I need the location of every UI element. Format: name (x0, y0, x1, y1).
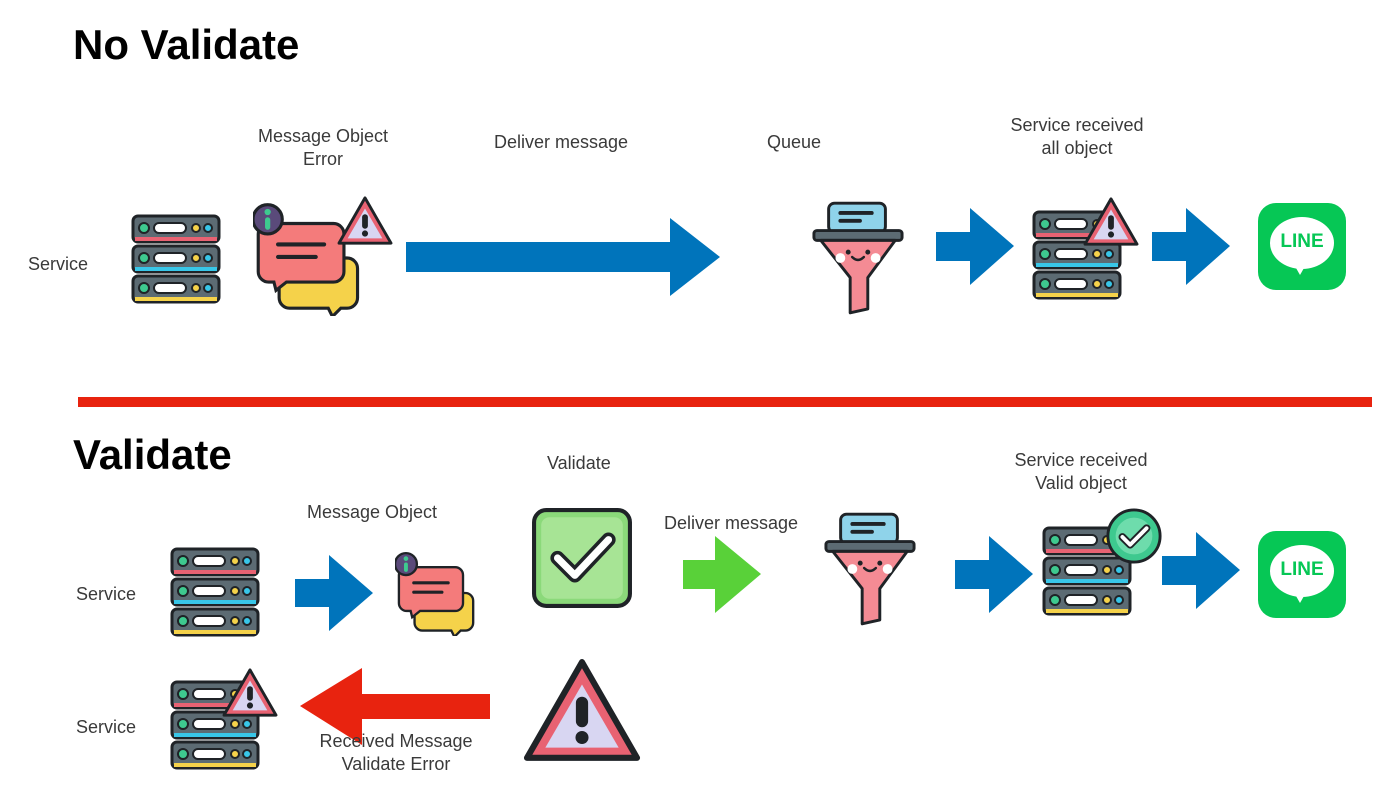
green-right-arrow (683, 536, 761, 613)
deliver-message-label: Deliver message (494, 132, 629, 152)
right-arrow (936, 208, 1014, 285)
message-object-error-label: Message Object Error (257, 126, 389, 169)
right-arrow (295, 555, 373, 631)
large-warning-icon (520, 656, 644, 766)
validate-label: Validate (547, 453, 611, 473)
service-received-all-label: Service received all object (1010, 115, 1144, 158)
check-badge-icon (1105, 507, 1163, 565)
warning-icon (221, 667, 279, 719)
right-arrow (1162, 532, 1240, 609)
right-arrow (955, 536, 1033, 613)
deliver-message-label: Deliver message (664, 513, 799, 533)
received-message-validate-error-label: Received Message Validate Error (319, 731, 473, 774)
message-icon (395, 550, 481, 636)
warning-icon (1082, 196, 1140, 248)
section-divider (78, 397, 1372, 407)
section-title-validate: Validate (73, 431, 232, 478)
validate-check-icon (531, 507, 633, 609)
funnel-queue-icon (811, 200, 905, 316)
line-app-logo: LINE (1258, 203, 1346, 290)
right-arrow (1152, 208, 1230, 285)
red-left-arrow (300, 668, 490, 745)
warning-icon (336, 195, 394, 247)
server-icon (131, 214, 221, 304)
service-label: Service (28, 254, 89, 274)
queue-label: Queue (767, 132, 822, 152)
section-title-no-validate: No Validate (73, 21, 300, 68)
message-object-label: Message Object (307, 502, 438, 522)
server-icon (170, 547, 260, 637)
long-right-arrow (406, 218, 720, 296)
funnel-queue-icon (823, 511, 917, 627)
service-received-valid-label: Service received Valid object (1014, 450, 1148, 493)
line-app-logo: LINE (1258, 531, 1346, 618)
service-label: Service (76, 584, 137, 604)
service-label: Service (76, 717, 137, 737)
